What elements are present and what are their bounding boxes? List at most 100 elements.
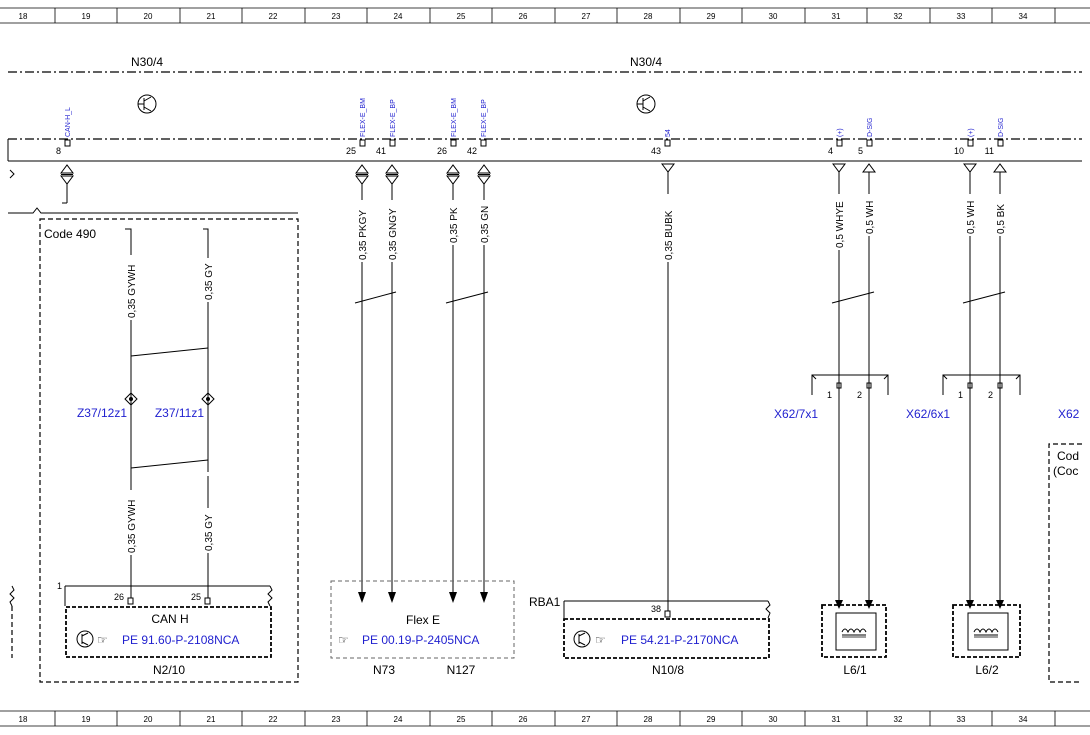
doc-reference-link[interactable]: PE 00.19-P-2405NCA — [362, 633, 479, 647]
connector-x62-6x1: 1 2 X62/6x1 — [906, 374, 1021, 421]
component-name: N73 — [373, 663, 395, 677]
splice-label: Z37/12z1 — [77, 406, 127, 420]
pin-number: 38 — [651, 604, 661, 614]
signal-direction-symbols — [60, 163, 1007, 185]
module-pins: CAN-H_L 8 FLEX-E_BM 25 FLEX-E_BP 41 FLEX… — [56, 98, 1005, 156]
component-flex-e: Flex E ☞ PE 00.19-P-2405NCA N73 N127 — [330, 580, 515, 677]
component-n2-10: 1 26 25 CAN H ☞ PE 91.60-P-2108NCA N2/10 — [57, 581, 273, 677]
wire-label: 0,35 GY — [204, 514, 215, 551]
pin-number: 41 — [376, 146, 386, 156]
module-label-left: N30/4 — [131, 55, 163, 69]
ruler-bottom-20: 20 — [144, 715, 153, 724]
control-unit-icon — [636, 94, 656, 114]
pin-signal: FLEX-E_BM — [360, 98, 367, 137]
ruler-top-20: 20 — [144, 12, 153, 21]
splice-label: Z37/11z1 — [155, 406, 204, 420]
pin-number: 25 — [191, 592, 201, 602]
control-unit-icon — [573, 630, 591, 648]
component-ref: 1 — [57, 581, 62, 591]
pin-signal: 54 — [665, 129, 672, 137]
component-name: N2/10 — [153, 663, 185, 677]
ruler-top-34: 34 — [1019, 12, 1028, 21]
pin-signal: D-SIG — [867, 118, 874, 137]
wire-label: 0,5 WH — [966, 201, 977, 234]
ruler-bottom-31: 31 — [832, 715, 841, 724]
component-title: CAN H — [151, 612, 188, 626]
left-edge-fragment — [9, 169, 15, 658]
pin-number: 42 — [467, 146, 477, 156]
pin-number: 25 — [346, 146, 356, 156]
pin-signal: CAN-H_L — [65, 107, 72, 137]
pin-number: 4 — [828, 146, 833, 156]
ruler-bottom-30: 30 — [769, 715, 778, 724]
component-name: L6/2 — [975, 663, 999, 677]
ruler-top-19: 19 — [82, 12, 91, 21]
splice-icon — [124, 392, 138, 406]
ruler-bottom-23: 23 — [332, 715, 341, 724]
ruler-bottom-28: 28 — [644, 715, 653, 724]
ruler-bottom-21: 21 — [207, 715, 216, 724]
ruler-bottom-25: 25 — [457, 715, 466, 724]
module-n30-4: N30/4 N30/4 — [7, 55, 1082, 162]
component-n10-8: RBA1 38 ☞ PE 54.21-P-2170NCA N10/8 — [529, 595, 771, 677]
wire-labels-top: 0,35 PKGY 0,35 GNGY 0,35 PK 0,35 GN 0,35… — [358, 201, 1007, 260]
ruler-bottom-26: 26 — [519, 715, 528, 724]
pin-number: 1 — [958, 390, 963, 400]
wire-label: 0,5 WHYE — [835, 201, 846, 248]
code-490-box: Code 490 0,35 GYWH 0,35 GY Z37/12z1 Z37/… — [8, 207, 299, 683]
component-title: Flex E — [406, 613, 440, 627]
pin-number: 2 — [857, 390, 862, 400]
pin-number: 26 — [437, 146, 447, 156]
ruler-top-24: 24 — [394, 12, 403, 21]
component-name: L6/1 — [843, 663, 867, 677]
connector-label: X62 — [1058, 407, 1080, 421]
doc-reference-link[interactable]: PE 91.60-P-2108NCA — [122, 633, 239, 647]
connector-label: X62/7x1 — [774, 407, 818, 421]
wire-label: 0,35 GYWH — [127, 265, 138, 318]
pin-signal: (+) — [968, 128, 975, 137]
pointing-hand-icon: ☞ — [595, 633, 606, 647]
ruler-top-33: 33 — [957, 12, 966, 21]
pointing-hand-icon: ☞ — [97, 633, 108, 647]
pin-number: 26 — [114, 592, 124, 602]
ruler-top-26: 26 — [519, 12, 528, 21]
ruler-bottom-18: 18 — [19, 715, 28, 724]
wire-label: 0,35 PK — [449, 207, 460, 243]
pin-number: 2 — [988, 390, 993, 400]
pin-signal: FLEX-E_BP — [390, 99, 397, 137]
wire-label: 0,35 BUBK — [664, 210, 675, 260]
module-label-right: N30/4 — [630, 55, 662, 69]
wire-label: 0,35 PKGY — [358, 210, 369, 260]
ruler-bottom-19: 19 — [82, 715, 91, 724]
pin-signal: FLEX-E_BP — [481, 99, 488, 137]
ruler-top-28: 28 — [644, 12, 653, 21]
ruler-top-22: 22 — [269, 12, 278, 21]
pin-number: 11 — [985, 146, 994, 156]
wire-label: 0,5 BK — [996, 204, 1007, 234]
ruler-bottom-34: 34 — [1019, 715, 1028, 724]
top-ruler: 18 19 20 21 22 23 24 25 26 27 28 29 30 3… — [0, 7, 1090, 24]
component-l6-2: L6/2 — [952, 604, 1021, 677]
ruler-top-29: 29 — [707, 12, 716, 21]
component-name: N10/8 — [652, 663, 684, 677]
wire-label: 0,35 GN — [480, 206, 491, 243]
doc-reference-link[interactable]: PE 54.21-P-2170NCA — [621, 633, 738, 647]
component-ref: RBA1 — [529, 595, 561, 609]
pin-number: 1 — [827, 390, 832, 400]
wire-label: 0,35 GNGY — [388, 208, 399, 260]
wire-label: 0,35 GY — [204, 263, 215, 300]
pin-signal: D-SIG — [998, 118, 1005, 137]
pin-number: 5 — [858, 146, 863, 156]
right-edge-text: Cod — [1057, 449, 1079, 463]
code-box-label: Code 490 — [44, 227, 96, 241]
pin-number: 10 — [954, 146, 964, 156]
ruler-top-21: 21 — [207, 12, 216, 21]
ruler-bottom-24: 24 — [394, 715, 403, 724]
component-l6-1: L6/1 — [821, 604, 887, 677]
wires — [62, 172, 1006, 611]
pin-number: 43 — [651, 146, 661, 156]
ruler-bottom-27: 27 — [582, 715, 591, 724]
right-edge-fragment: Cod (Coc — [1048, 443, 1082, 683]
component-name: N127 — [447, 663, 476, 677]
